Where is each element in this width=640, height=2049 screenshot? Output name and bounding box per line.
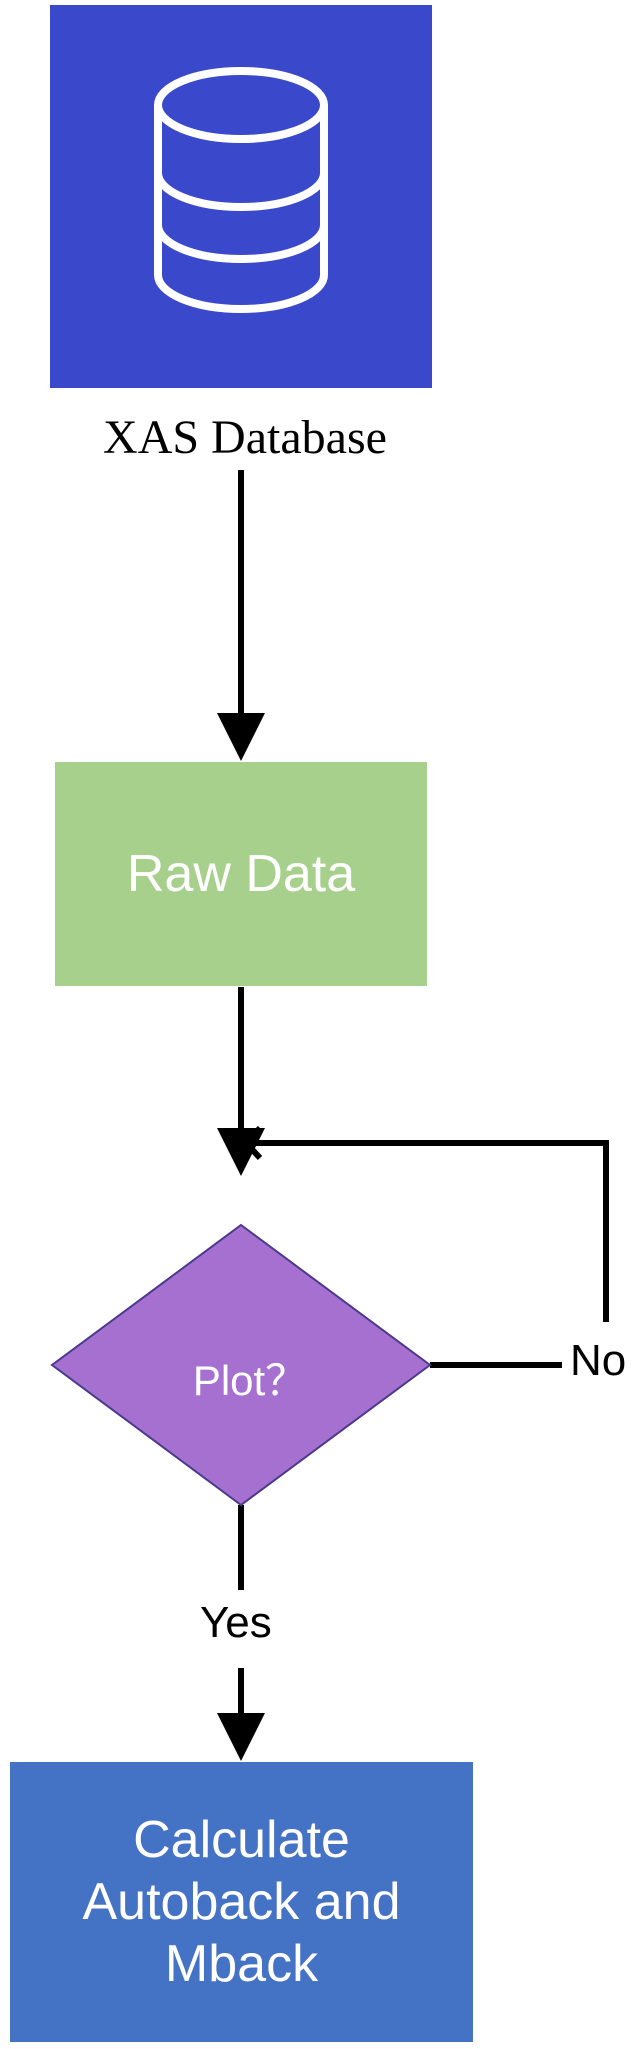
raw-data-label: Raw Data (126, 845, 356, 903)
calculate-node: Calculate Autoback and Mback (10, 1762, 473, 2042)
loop-return-chevron (241, 1125, 263, 1161)
yes-label: Yes (200, 1598, 272, 1647)
database-caption: XAS Database (103, 411, 387, 464)
calculate-label-line-2: Autoback and (82, 1873, 401, 1931)
no-loop-return (246, 1140, 609, 1322)
decision-label: Plot？ (192, 1357, 308, 1404)
decision-diamond (50, 1223, 432, 1507)
no-label: No (570, 1336, 627, 1385)
database-icon (154, 67, 328, 313)
database-node (50, 5, 432, 388)
calculate-label-line-3: Mback (164, 1935, 319, 1993)
raw-data-node: Raw Data (55, 762, 427, 986)
calculate-label-line-1: Calculate (133, 1811, 350, 1869)
